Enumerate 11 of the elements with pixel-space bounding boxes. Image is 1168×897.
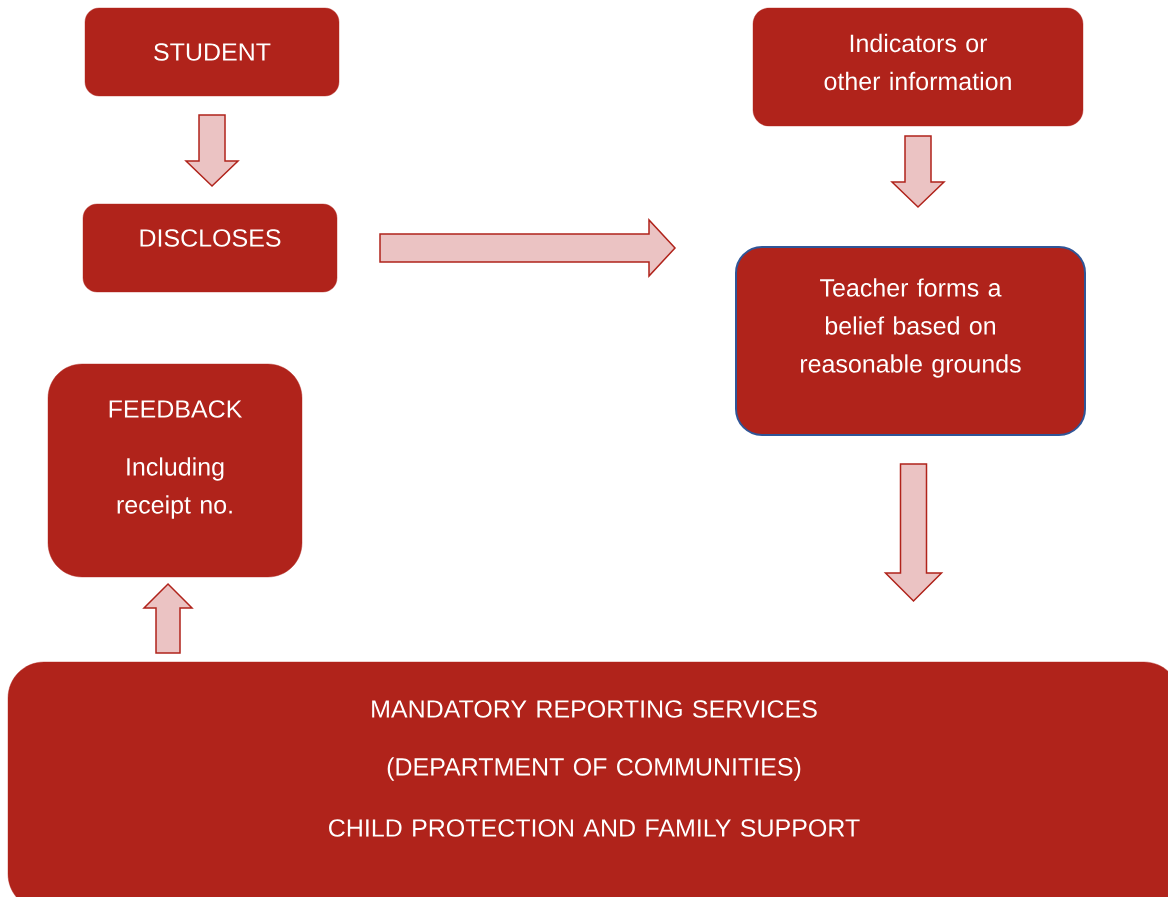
process-box: DISCLOSES	[82, 203, 338, 293]
block-arrow	[890, 135, 946, 209]
process-box: STUDENT	[84, 7, 340, 97]
block-arrow	[142, 582, 194, 654]
process-box: Teacher forms a belief based on reasonable grounds	[735, 246, 1086, 436]
process-box: MANDATORY REPORTING SERVICES (DEPARTMENT OF COMMUNITIES) CHILD PROTECTION AND FAMILY SUPPORT	[7, 661, 1168, 897]
block-arrow	[883, 463, 944, 603]
process-box: Indicators or other information	[752, 7, 1084, 127]
block-arrow	[379, 218, 677, 278]
block-arrow	[184, 114, 240, 188]
process-box: FEEDBACK Including receipt no.	[47, 363, 303, 578]
